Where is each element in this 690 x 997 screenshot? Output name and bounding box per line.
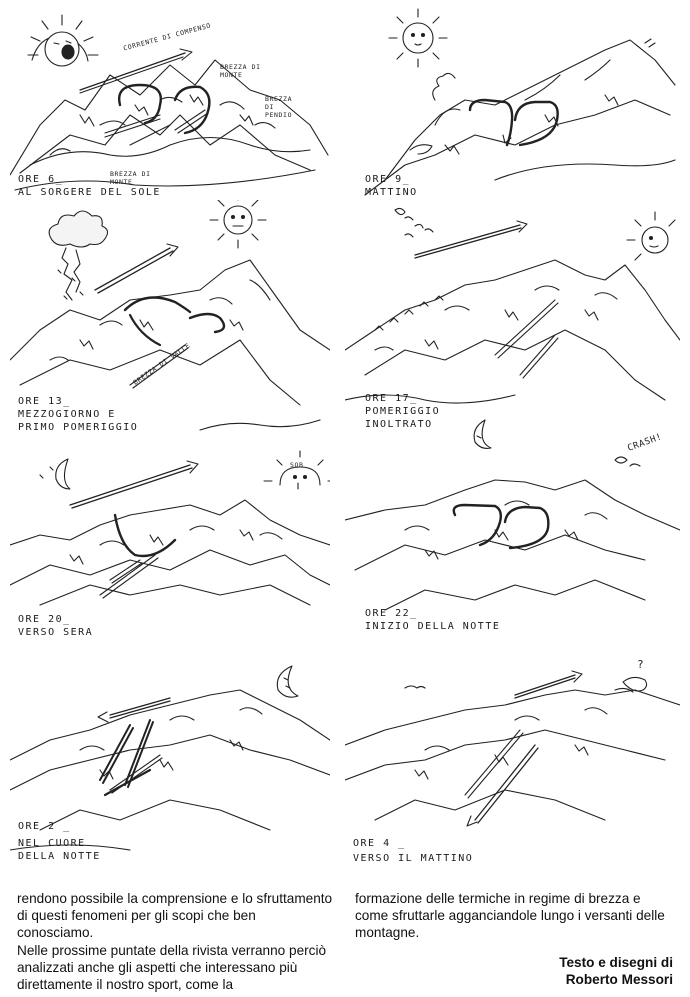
- caption-ore-2: ORE 2 _ NEL CUORE DELLA NOTTE: [18, 820, 101, 863]
- body-paragraph-3: formazione delle termiche in regime di b…: [355, 891, 665, 941]
- caption-desc-line-2: DELLA NOTTE: [18, 851, 101, 862]
- panel-ore-6: CORRENTE DI COMPENSO BREZZA DI MONTE BRE…: [10, 5, 330, 210]
- caption-ore-4: ORE 4 _ VERSO IL MATTINO: [353, 837, 473, 865]
- caption-desc: MATTINO: [365, 187, 418, 198]
- moon-icon: [39, 458, 71, 490]
- illustration-ore-13: [10, 200, 330, 431]
- author-credit: Testo e disegni di Roberto Messori: [559, 954, 673, 988]
- moon-icon: [614, 676, 648, 693]
- body-paragraph-1: rendono possibile la comprensione e lo s…: [17, 891, 333, 941]
- sun-icon: [209, 200, 267, 249]
- illustration-ore-22: [345, 419, 680, 611]
- body-column-left: rendono possibile la comprensione e lo s…: [17, 890, 335, 993]
- moon-icon: [473, 419, 492, 449]
- sun-icon: [626, 211, 676, 261]
- sun-icon: [388, 8, 448, 68]
- panel-ore-20: SOB ORE 20_ VERSO SERA: [10, 445, 330, 655]
- caption-ore-17: ORE 17_ POMERIGGIO INOLTRATO: [365, 392, 440, 431]
- illustration-ore-9: [364, 8, 676, 196]
- cloud-icon: [48, 210, 109, 301]
- sun-icon: [27, 14, 99, 67]
- credit-line-2: Roberto Messori: [565, 972, 673, 987]
- caption-desc: INIZIO DELLA NOTTE: [365, 621, 501, 632]
- caption-time: ORE 17_: [365, 393, 418, 404]
- caption-ore-9: ORE 9_ MATTINO: [365, 173, 418, 199]
- caption-desc: VERSO IL MATTINO: [353, 853, 474, 864]
- caption-time: ORE 13_: [18, 396, 71, 407]
- label-brezza-di-pendio: BREZZA DI PENDIO: [265, 95, 293, 119]
- caption-desc-line-1: MEZZOGIORNO E: [18, 409, 116, 420]
- panel-ore-17: ORE 17_ POMERIGGIO INOLTRATO: [345, 200, 680, 440]
- label-brezza-di-monte-bottom: BREZZA DI MONTE: [110, 170, 151, 186]
- caption-time: ORE 20_: [18, 614, 71, 625]
- caption-desc-line-1: NEL CUORE: [18, 838, 86, 849]
- label-question: ?: [637, 658, 645, 671]
- panel-ore-22: CRASH! ORE 22_ INIZIO DELLA NOTTE: [345, 410, 680, 660]
- moon-icon: [276, 665, 299, 698]
- illustration-ore-17: [345, 207, 680, 404]
- panel-ore-13: BREZZA DI VALLE ORE 13_ MEZZOGIORNO E PR…: [10, 200, 330, 440]
- caption-ore-13: ORE 13_ MEZZOGIORNO E PRIMO POMERIGGIO: [18, 395, 138, 434]
- caption-desc-line-1: POMERIGGIO: [365, 406, 441, 417]
- illustration-ore-2: [10, 665, 330, 851]
- credit-line-1: Testo e disegni di: [559, 955, 673, 970]
- caption-desc-line-2: PRIMO POMERIGGIO: [18, 422, 139, 433]
- body-paragraph-2: Nelle prossime puntate della rivista ver…: [17, 942, 327, 993]
- caption-desc: VERSO SERA: [18, 627, 94, 638]
- caption-ore-20: ORE 20_ VERSO SERA: [18, 613, 93, 639]
- illustration-ore-20: [10, 450, 330, 606]
- label-sob: SOB: [290, 461, 304, 469]
- caption-ore-6: ORE 6_ AL SORGERE DEL SOLE: [18, 173, 161, 199]
- caption-time: ORE 9_: [365, 174, 411, 185]
- panel-ore-2: ORE 2 _ NEL CUORE DELLA NOTTE: [10, 660, 330, 875]
- caption-time: ORE 4 _: [353, 838, 406, 849]
- caption-desc-line-2: INOLTRATO: [365, 419, 433, 430]
- illustration-ore-4: [345, 670, 680, 827]
- caption-time: ORE 22_: [365, 608, 418, 619]
- label-brezza-di-monte-top: BREZZA DI MONTE: [220, 63, 261, 79]
- sun-icon: [263, 450, 330, 490]
- panel-ore-9: ORE 9_ MATTINO: [345, 5, 680, 210]
- panel-ore-4: ? ORE 4 _ VERSO IL MATTINO: [345, 650, 680, 875]
- body-column-right: formazione delle termiche in regime di b…: [355, 890, 673, 942]
- caption-desc: AL SORGERE DEL SOLE: [18, 187, 161, 198]
- caption-time: ORE 6_: [18, 174, 64, 185]
- caption-ore-22: ORE 22_ INIZIO DELLA NOTTE: [365, 607, 500, 633]
- illustration-ore-6: [10, 14, 329, 191]
- caption-time: ORE 2 _: [18, 821, 71, 832]
